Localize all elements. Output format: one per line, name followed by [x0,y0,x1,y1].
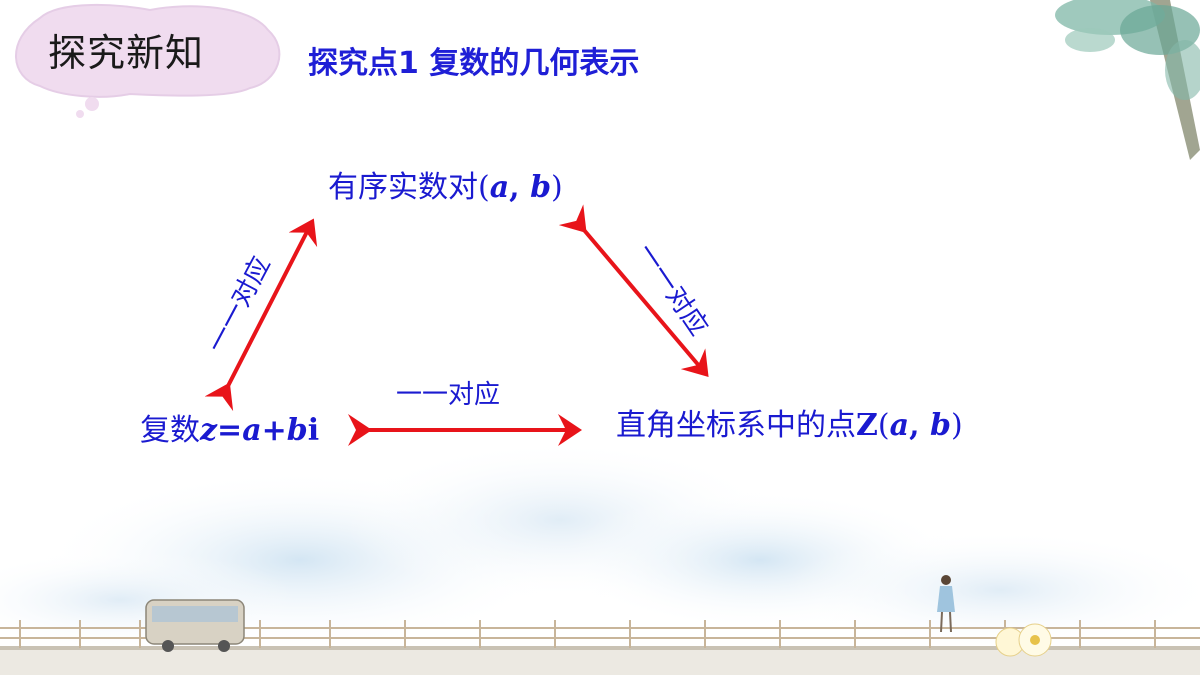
relation-label-bottom: 一一对应 [396,380,501,410]
close-paren: ) [950,408,963,443]
page-title: 探究点1 复数的几何表示 [308,46,640,81]
bus-illustration [145,599,245,652]
flower-illustration [995,623,1052,657]
node-ordered-pair: 有序实数对(a, b) [328,162,563,206]
var-b: b [286,413,308,448]
var-a: a [242,413,262,448]
ground-edge [0,646,1200,650]
section-badge-label: 探究新知 [48,31,205,75]
point-Z: Z [856,408,878,443]
badge-cloud [15,3,281,118]
tree-illustration [1055,0,1200,160]
cloud-wash [780,530,1200,650]
open-paren: ( [877,408,890,443]
equals-sign: = [217,413,243,448]
node-plane-prefix: 直角坐标系中的点 [616,408,856,443]
arrow-left-diagonal [204,218,318,412]
separator: , [509,170,531,205]
var-b: b [929,408,951,443]
var-a: a [489,170,510,205]
arrow-right-diagonal [558,204,709,378]
var-a: a [889,408,910,443]
separator: , [909,408,930,443]
girl-illustration [937,575,955,633]
node-complex-prefix: 复数 [140,413,200,448]
var-z: z [200,413,218,448]
node-complex-number: 复数z=a+bi [140,405,319,449]
var-b: b [530,170,552,205]
plus-sign: + [261,413,287,448]
node-ordered-pair-prefix: 有序实数对( [328,170,490,205]
close-paren: ) [551,170,563,205]
node-plane-point: 直角坐标系中的点Z(a, b) [616,400,963,444]
imaginary-unit: i [307,413,320,448]
